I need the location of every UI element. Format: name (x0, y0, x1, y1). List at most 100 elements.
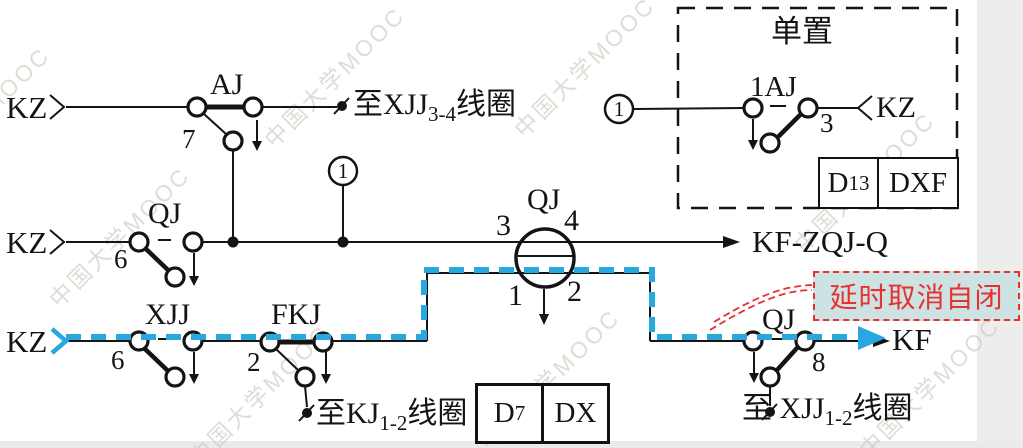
xjj-drop-arrow-head (189, 374, 199, 384)
kz-single-chevron (856, 95, 873, 121)
bottom-edge-strip (0, 441, 1023, 448)
qj-contact-label: QJ (148, 197, 182, 230)
qj8-terminal-back (759, 366, 781, 388)
kz-bottom-blue-chevron (50, 327, 70, 355)
node1-circle (327, 155, 359, 187)
kz-top-label: KZ (6, 90, 48, 125)
qj8-contact-arm (775, 345, 800, 372)
qj-contact-arm (143, 246, 171, 273)
xjj-terminal-back (164, 366, 186, 388)
qj-drop-arrow-head (189, 276, 199, 286)
middle-branch (49, 229, 740, 288)
aj1-terminal-back (759, 132, 781, 154)
qj8-pin-number: 8 (812, 347, 826, 377)
fkj-pin-number: 2 (247, 347, 261, 377)
aj1-terminal-right (797, 97, 819, 119)
fkj-terminal-back (294, 366, 316, 388)
aj1-pin-number: 3 (820, 108, 834, 138)
d-label: D (493, 397, 515, 429)
junction-dot (337, 236, 349, 248)
qj-terminal-right (182, 231, 204, 253)
dest-subscript: 3-4 (428, 102, 457, 126)
dest-subscript: 1-2 (824, 406, 853, 430)
callout-leader (709, 284, 814, 331)
dest-text: 线圈 (407, 397, 468, 430)
aj-terminal-back (222, 130, 244, 152)
fkj-contact-label: FKJ (271, 298, 322, 331)
highlight-path (50, 267, 886, 355)
dest-text: 至 XJJ (742, 392, 825, 425)
coil-terminal-slash (298, 404, 315, 422)
dest-text: 至XJJ (353, 88, 429, 121)
coil-terminal-slash (333, 97, 350, 115)
aj1-contact-label: 1AJ (750, 71, 797, 103)
aj1-drop-arrow-head (748, 140, 758, 150)
leader-squiggle-lower (709, 289, 813, 331)
single-set-title: 单置 (771, 14, 833, 49)
aj-contact-arm (203, 113, 227, 135)
top-coil-destination: 至XJJ3-4线圈 (353, 90, 516, 125)
dest-text: 线圈 (456, 88, 517, 121)
blue-route-arrow-head (858, 326, 886, 350)
qj-terminal-left (128, 231, 150, 253)
aj1-terminal-left (742, 97, 764, 119)
kj-coil-destination: 至KJ1-2线圈 (316, 399, 467, 434)
dxf-box-right-cell: DXF (888, 166, 947, 199)
dx-box-right-cell: DX (554, 397, 597, 429)
dest-text: 线圈 (852, 392, 913, 425)
qj-coil-arrow-head (539, 314, 549, 325)
dest-text: 至KJ (316, 397, 380, 430)
fkj-drop-arrow-head (321, 374, 331, 384)
single-set-section (603, 6, 959, 210)
d-label: D (827, 166, 849, 199)
kz-bottom-label: KZ (6, 324, 48, 359)
top-branch (49, 94, 350, 242)
kz-single-label: KZ (876, 91, 916, 124)
dest-subscript: 1-2 (379, 411, 408, 435)
qj8-drop-arrow-head (749, 373, 759, 383)
qj-terminal-1: 1 (508, 279, 523, 312)
d-subscript: 13 (848, 170, 870, 195)
qj-relay-coil (514, 227, 576, 325)
fkj-contact-arm (275, 348, 299, 371)
kz-mid-label: KZ (6, 225, 48, 260)
wire (304, 385, 308, 408)
kf-zqj-q-destination: KF-ZQJ-Q (752, 224, 889, 259)
leader-squiggle-upper (713, 284, 814, 323)
aj-pin-number: 7 (182, 124, 196, 154)
d-subscript: 7 (514, 401, 526, 425)
qj-pin-number: 6 (114, 244, 128, 274)
aj-terminal-left (186, 96, 208, 118)
aj-contact-label: AJ (210, 68, 244, 101)
coil-terminal-slash (761, 403, 778, 421)
single-set-dashed-border (676, 6, 959, 210)
qj-coil-label: QJ (527, 183, 561, 216)
xjj-contact-label: XJJ (145, 298, 191, 331)
node1-main-symbol (327, 155, 359, 242)
bypass-bump-wire (426, 272, 651, 341)
kf-destination: KF (892, 322, 932, 357)
kf-zqj-q-arrow-head (723, 236, 740, 248)
aj-drop-arrow-head (252, 141, 262, 151)
qj-terminal-4: 4 (564, 204, 579, 237)
qj8-contact-label: QJ (762, 303, 796, 336)
qj-coil-circle (514, 227, 576, 289)
qj-terminal-back (164, 266, 186, 288)
node1-circle (603, 93, 635, 125)
node1-main-number: 1 (337, 158, 349, 183)
delay-cancel-callout: 延时取消自闭 (813, 271, 1020, 321)
xjj-pin-number: 6 (111, 345, 125, 375)
junction-dot (227, 236, 239, 248)
xjj12-coil-destination: 至 XJJ1-2线圈 (742, 394, 913, 429)
node1-single-number: 1 (613, 96, 625, 121)
right-edge-strip (977, 0, 1023, 448)
qj-terminal-3: 3 (496, 209, 511, 242)
aj1-contact-arm (776, 112, 803, 139)
qj-terminal-2: 2 (567, 275, 582, 308)
